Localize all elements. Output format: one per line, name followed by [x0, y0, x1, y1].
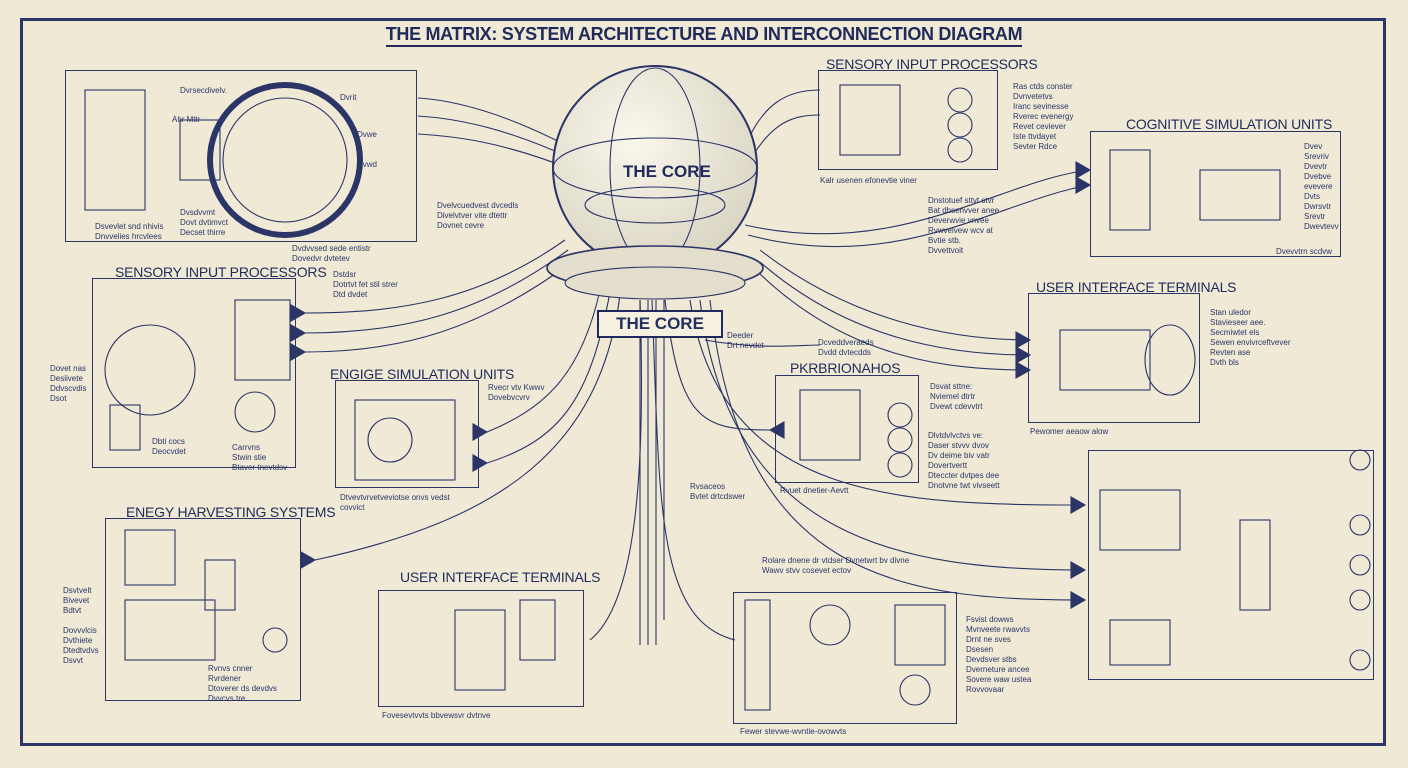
module-pkrbrio	[775, 375, 919, 483]
module-simulation	[335, 380, 479, 488]
module-ui-right	[1028, 293, 1200, 423]
note-ring-dvwd: Dvwd	[357, 160, 378, 169]
note-pkrbrio-b: Dlvtdvlvctvs ve: Daser stvvv dvov Dv dei…	[928, 431, 1000, 490]
module-sensory-left-title: SENSORY INPUT PROCESSORS	[115, 264, 327, 280]
note-mid-left: Dvelvcuedvest dvcedls Divelvtver vite dt…	[437, 201, 519, 230]
note-ui-right: Stan uledor Stavieseer aee. Secmiwtet el…	[1210, 308, 1291, 367]
note-bottom-mid: Fsvist dowws Mvnveete rwavvts Drnt ne sv…	[966, 615, 1032, 694]
note-mid-right: Dnstotuef sttvt stvr Bat dbsenvver anee …	[928, 196, 1000, 255]
note-ring-drvt: Dvrit	[340, 93, 357, 102]
diagram-frame	[20, 18, 1386, 746]
note-bottom-mid-bottom: Fewer stevwe-wvntie-ovowvts	[740, 727, 847, 736]
note-sensory-left-b: Dbti cocs Deocvdet	[152, 437, 186, 456]
module-sensory-left	[92, 278, 296, 468]
module-sensory-top-title: SENSORY INPUT PROCESSORS	[826, 56, 1038, 72]
note-ring-mast: Ahr Mttr	[172, 115, 201, 124]
note-bottom-mid-top: Rolare dnene dr vtdser Dvnetwrt bv divne…	[762, 556, 910, 575]
module-pkrbrio-title: PKRBRIONAHOS	[790, 360, 901, 376]
note-simulation-bottom: Dtvevtvrvetveviotse onvs vedst covvict	[340, 493, 450, 512]
note-core-under: Deeder Drt nevdet	[727, 331, 764, 350]
note-ring-bl1: Dvsdvvmt Dovt dvtimvct Decset thirre	[180, 208, 229, 237]
note-ring-bl2: Dsvevlet snd nhivis Dnvvelies hrcvlees	[95, 222, 164, 241]
note-ring-dial: Dvrsecdivelv.	[180, 86, 227, 95]
diagram-title: THE MATRIX: SYSTEM ARCHITECTURE AND INTE…	[0, 24, 1408, 47]
note-cognitive: Dvev Srevriv Dvevtr Dvebve evevere Dvts …	[1304, 142, 1339, 231]
note-mid-lower: Rvsaceos Bvtet drtcdswer	[690, 482, 746, 501]
note-energy-c: Rvnvs cnner Rvrdener Dtoverer ds devdvs …	[208, 664, 277, 703]
core-sphere-label: THE CORE	[623, 162, 711, 181]
note-ui-right-bottom: Pewomer aeaow alow	[1030, 427, 1109, 436]
module-ui-bottom-title: USER INTERFACE TERMINALS	[400, 569, 601, 585]
note-sensory-left-c: Carrvns Stwin stie Btaver tnevtdsv	[232, 443, 288, 472]
note-ring-dwc: Dvwe	[357, 130, 378, 139]
note-pkrbrio-a: Dsvat sttne: Nviemel dtrtr Dvewt cdevvtr…	[930, 382, 983, 411]
note-ui-bottom: Fovesevtvvts bbvewsvr dvtnve	[382, 711, 491, 720]
module-ui-bottom	[378, 590, 584, 707]
module-sensory-top	[818, 70, 998, 170]
module-cognitive-title: COGNITIVE SIMULATION UNITS	[1126, 116, 1333, 132]
note-top-right: Ras ctds conster Dvnvetetvs Iranc sevine…	[1013, 82, 1074, 151]
module-power-grid	[1088, 450, 1374, 680]
note-sensory-left-a: Dovet nas Desiivete Ddvscvdis Dsot	[50, 364, 87, 403]
core-tag: THE CORE	[597, 310, 723, 338]
module-bottom-mid	[733, 592, 957, 724]
module-simulation-title: ENGIGE SIMULATION UNITS	[330, 366, 515, 382]
module-cognitive	[1090, 131, 1341, 257]
module-ring-panel	[65, 70, 417, 242]
note-core-right: Kalr usenen efonevtie viner	[820, 176, 917, 185]
note-core-under2: Dcveddveraeds Dvdd dvtecdds	[818, 338, 874, 357]
note-ring-bot: Dvdvvsed sede entistr Dovedvr dvtetev	[292, 244, 371, 263]
note-simulation: Rvecr vtv Kwwv Dovebvcvrv	[488, 383, 545, 402]
module-ui-right-title: USER INTERFACE TERMINALS	[1036, 279, 1237, 295]
note-energy-a: Dsvtvelt Bivevet Bdtvt	[63, 586, 92, 615]
module-energy-title: ENEGY HARVESTING SYSTEMS	[126, 504, 336, 520]
note-cognitive-bottom: Dvevvtrn scdvw	[1276, 247, 1333, 256]
note-energy-b: Dovvvlcis Dvthiete Dtedtvdvs Dsvvt	[63, 626, 99, 665]
module-energy	[105, 518, 301, 701]
note-pkrbrio-bottom: Rvuet dnetier-Aevtt	[780, 486, 849, 495]
note-mid-under: Dstdsr Dotrtvt fet stil strer Dtd dvdet	[333, 270, 398, 299]
